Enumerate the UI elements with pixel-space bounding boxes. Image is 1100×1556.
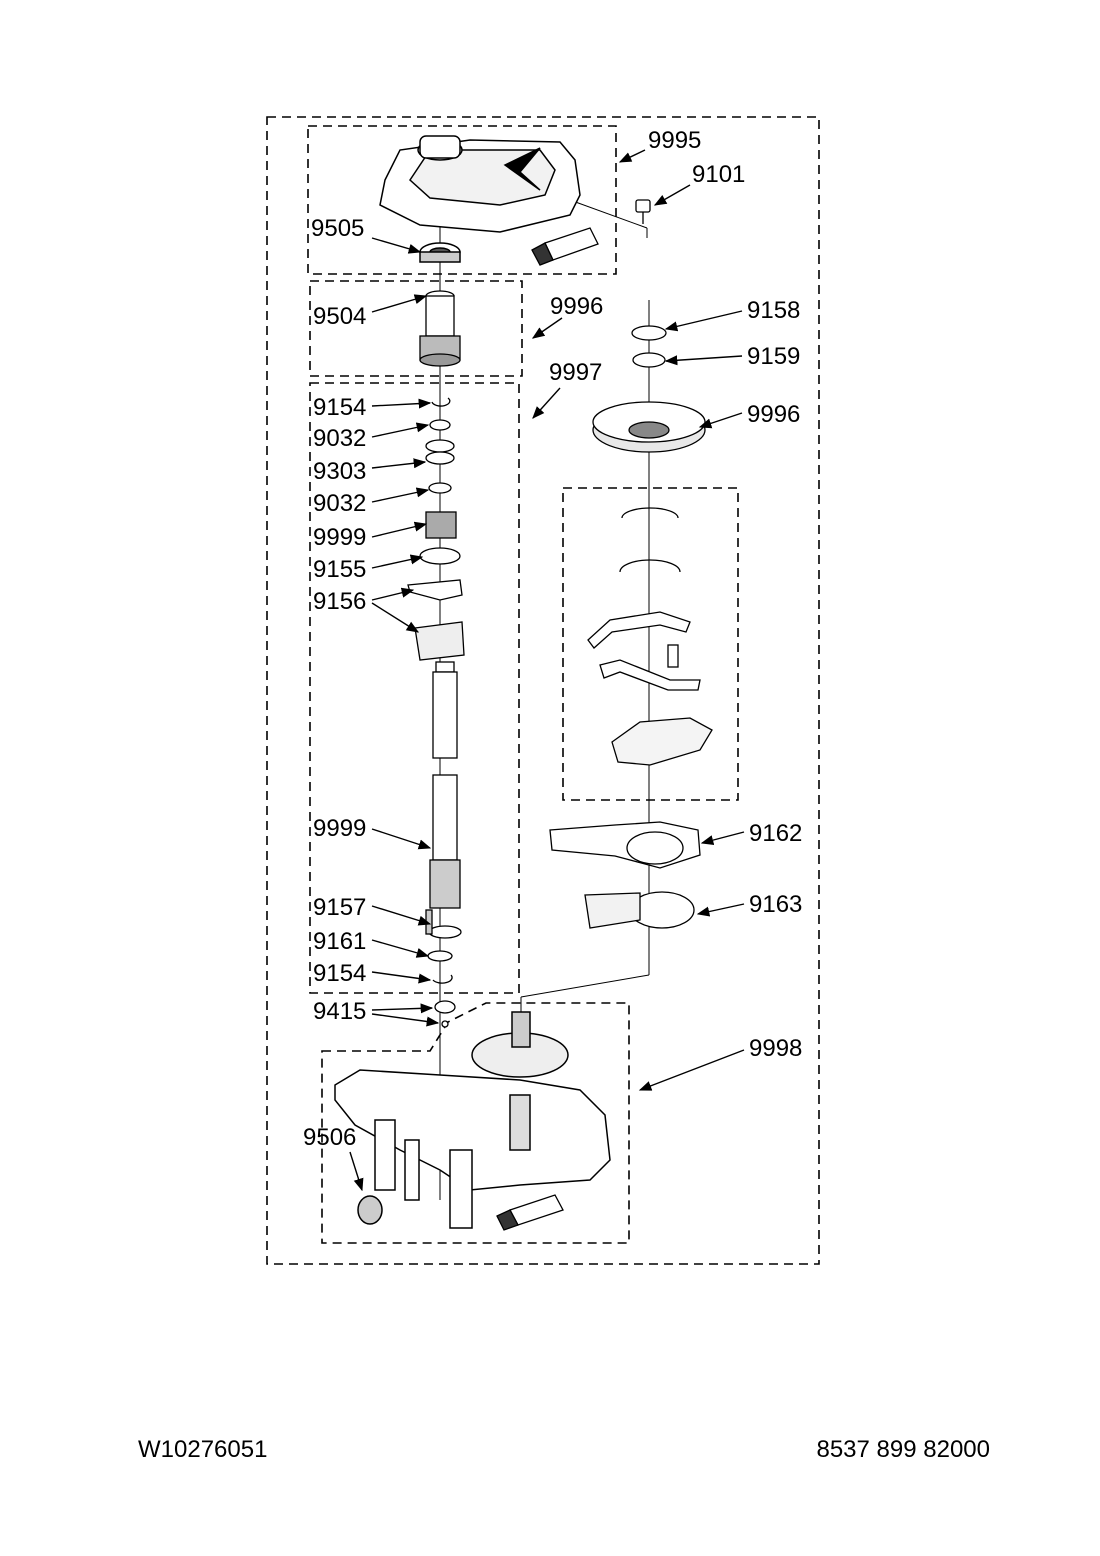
part-number: 8537 899 82000 bbox=[816, 1436, 990, 1463]
callout-9157: 9157 bbox=[313, 894, 366, 921]
gearcase bbox=[334, 1011, 611, 1229]
gearcase-group-box bbox=[321, 1002, 630, 1244]
callout-9101: 9101 bbox=[692, 161, 745, 188]
screw-9101 bbox=[635, 199, 651, 224]
callout-9999-shaft: 9999 bbox=[313, 815, 366, 842]
callout-9154-upper: 9154 bbox=[313, 394, 366, 421]
shaft-group-box bbox=[309, 382, 520, 994]
callout-9156: 9156 bbox=[313, 588, 366, 615]
callout-9162: 9162 bbox=[749, 820, 802, 847]
callout-9032-lower: 9032 bbox=[313, 490, 366, 517]
callout-9159: 9159 bbox=[747, 343, 800, 370]
group-boxes bbox=[266, 116, 820, 1265]
callout-labels: 9995 9101 9505 9504 9996 9997 9158 9159 … bbox=[303, 127, 802, 1151]
callout-9997: 9997 bbox=[549, 359, 602, 386]
main-shaft bbox=[429, 661, 461, 909]
shift-assembly bbox=[587, 507, 713, 766]
grease-tube-top bbox=[531, 227, 599, 266]
callout-9505: 9505 bbox=[311, 215, 364, 242]
seal-9505 bbox=[419, 242, 461, 263]
shaft-small-parts bbox=[407, 397, 465, 661]
transmission-cover bbox=[379, 135, 581, 233]
callout-9995: 9995 bbox=[648, 127, 701, 154]
callout-9158: 9158 bbox=[747, 297, 800, 324]
callout-9415: 9415 bbox=[313, 998, 366, 1025]
callout-9996-upper: 9996 bbox=[550, 293, 603, 320]
callout-9996-gear: 9996 bbox=[747, 401, 800, 428]
callout-9998: 9998 bbox=[749, 1035, 802, 1062]
shaft-lower-parts bbox=[425, 909, 462, 1028]
right-side-parts bbox=[592, 325, 706, 453]
pinion-group-box bbox=[309, 280, 523, 377]
callout-9163: 9163 bbox=[749, 891, 802, 918]
document-number: W10276051 bbox=[138, 1436, 268, 1463]
pinion-9504 bbox=[419, 290, 461, 367]
callout-9506: 9506 bbox=[303, 1124, 356, 1151]
callout-9155: 9155 bbox=[313, 556, 366, 583]
callout-9154-lower: 9154 bbox=[313, 960, 366, 987]
callout-9032-upper: 9032 bbox=[313, 425, 366, 452]
cover-group-box bbox=[307, 125, 617, 275]
callout-9303: 9303 bbox=[313, 458, 366, 485]
shift-group-box bbox=[562, 487, 739, 801]
callout-9161: 9161 bbox=[313, 928, 366, 955]
callout-9999-upper: 9999 bbox=[313, 524, 366, 551]
grease-tube-bottom bbox=[496, 1194, 564, 1231]
callout-9504: 9504 bbox=[313, 303, 366, 330]
plate-9163 bbox=[584, 891, 695, 929]
plate-9162 bbox=[549, 821, 701, 869]
leader-arrows bbox=[349, 149, 745, 1192]
outer-assembly-box bbox=[266, 116, 820, 1265]
